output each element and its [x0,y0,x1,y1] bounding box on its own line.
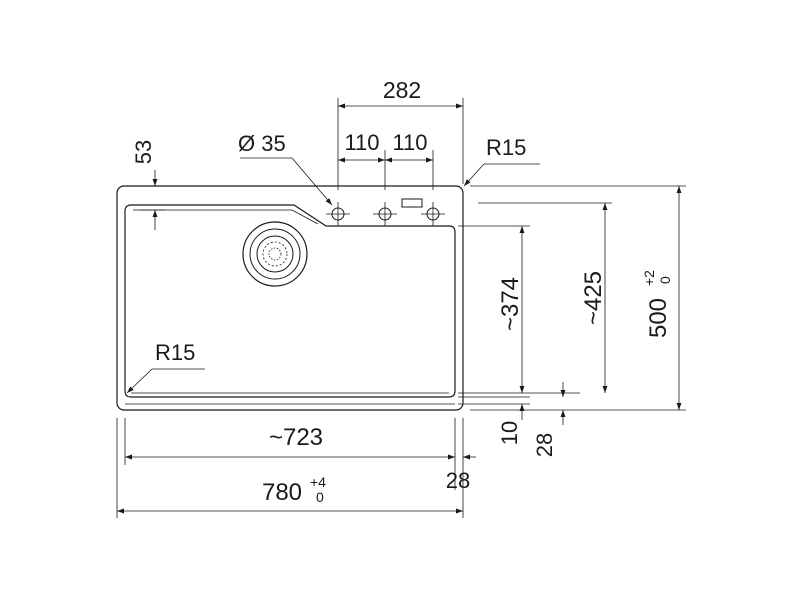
dimension-rim-offset: 53 [131,140,165,230]
tap-holes [326,198,445,226]
dimension-bowl-length-rim: ~425 [478,202,612,393]
dimension-overall-depth: 500 +2 0 [470,185,686,411]
dim-tolerance-500-plus: +2 [641,270,657,286]
dimension-side-gap: 28 [446,418,476,518]
dim-label-425: ~425 [580,271,607,325]
dim-label-374: ~374 [497,277,524,331]
dim-label-28-horizontal: 28 [446,468,470,493]
dim-label-53: 53 [131,140,156,164]
dimension-tap-spacing: 110 110 [338,130,434,190]
dim-label-r15-outer: R15 [486,135,526,160]
sink-bowl-outline [124,204,456,398]
tap-hole-icon [326,202,350,226]
dim-label-28-vertical: 28 [532,433,557,457]
dim-label-10: 10 [497,421,522,445]
dimension-bowl-width: ~723 [124,418,456,490]
dim-label-500: 500 [645,298,672,338]
dimension-bottom-gap-small: 10 [458,396,530,445]
overflow-slot-icon [401,198,423,208]
dimension-bottom-gap-large: 28 [532,382,566,457]
dimension-bowl-length: ~374 [458,225,580,394]
dim-label-110-right: 110 [392,130,427,155]
sink-outer-rim [116,185,464,411]
dim-label-diameter: Ø 35 [238,131,286,156]
dim-label-110-left: 110 [344,130,379,155]
dim-label-282: 282 [383,77,421,103]
dimension-top-span: 282 [337,77,464,190]
dim-tolerance-500-minus: 0 [657,276,673,284]
drain-icon [242,221,308,287]
dimension-inner-radius: R15 [126,340,205,394]
dimension-tap-hole-diameter: Ø 35 [238,131,333,206]
dim-label-723: ~723 [269,424,323,451]
dimension-outer-radius: R15 [463,135,540,187]
dimension-overall-width: 780 +4 0 [116,418,463,518]
dim-label-r15-inner: R15 [155,340,195,365]
tap-hole-icon [373,202,397,226]
dim-tolerance-780-minus: 0 [316,489,324,505]
dim-label-780: 780 [262,479,302,506]
dim-tolerance-780-plus: +4 [310,474,326,490]
sink-outline [116,185,464,411]
sink-bowl-inner-line [133,209,319,225]
tap-hole-icon [421,202,445,226]
